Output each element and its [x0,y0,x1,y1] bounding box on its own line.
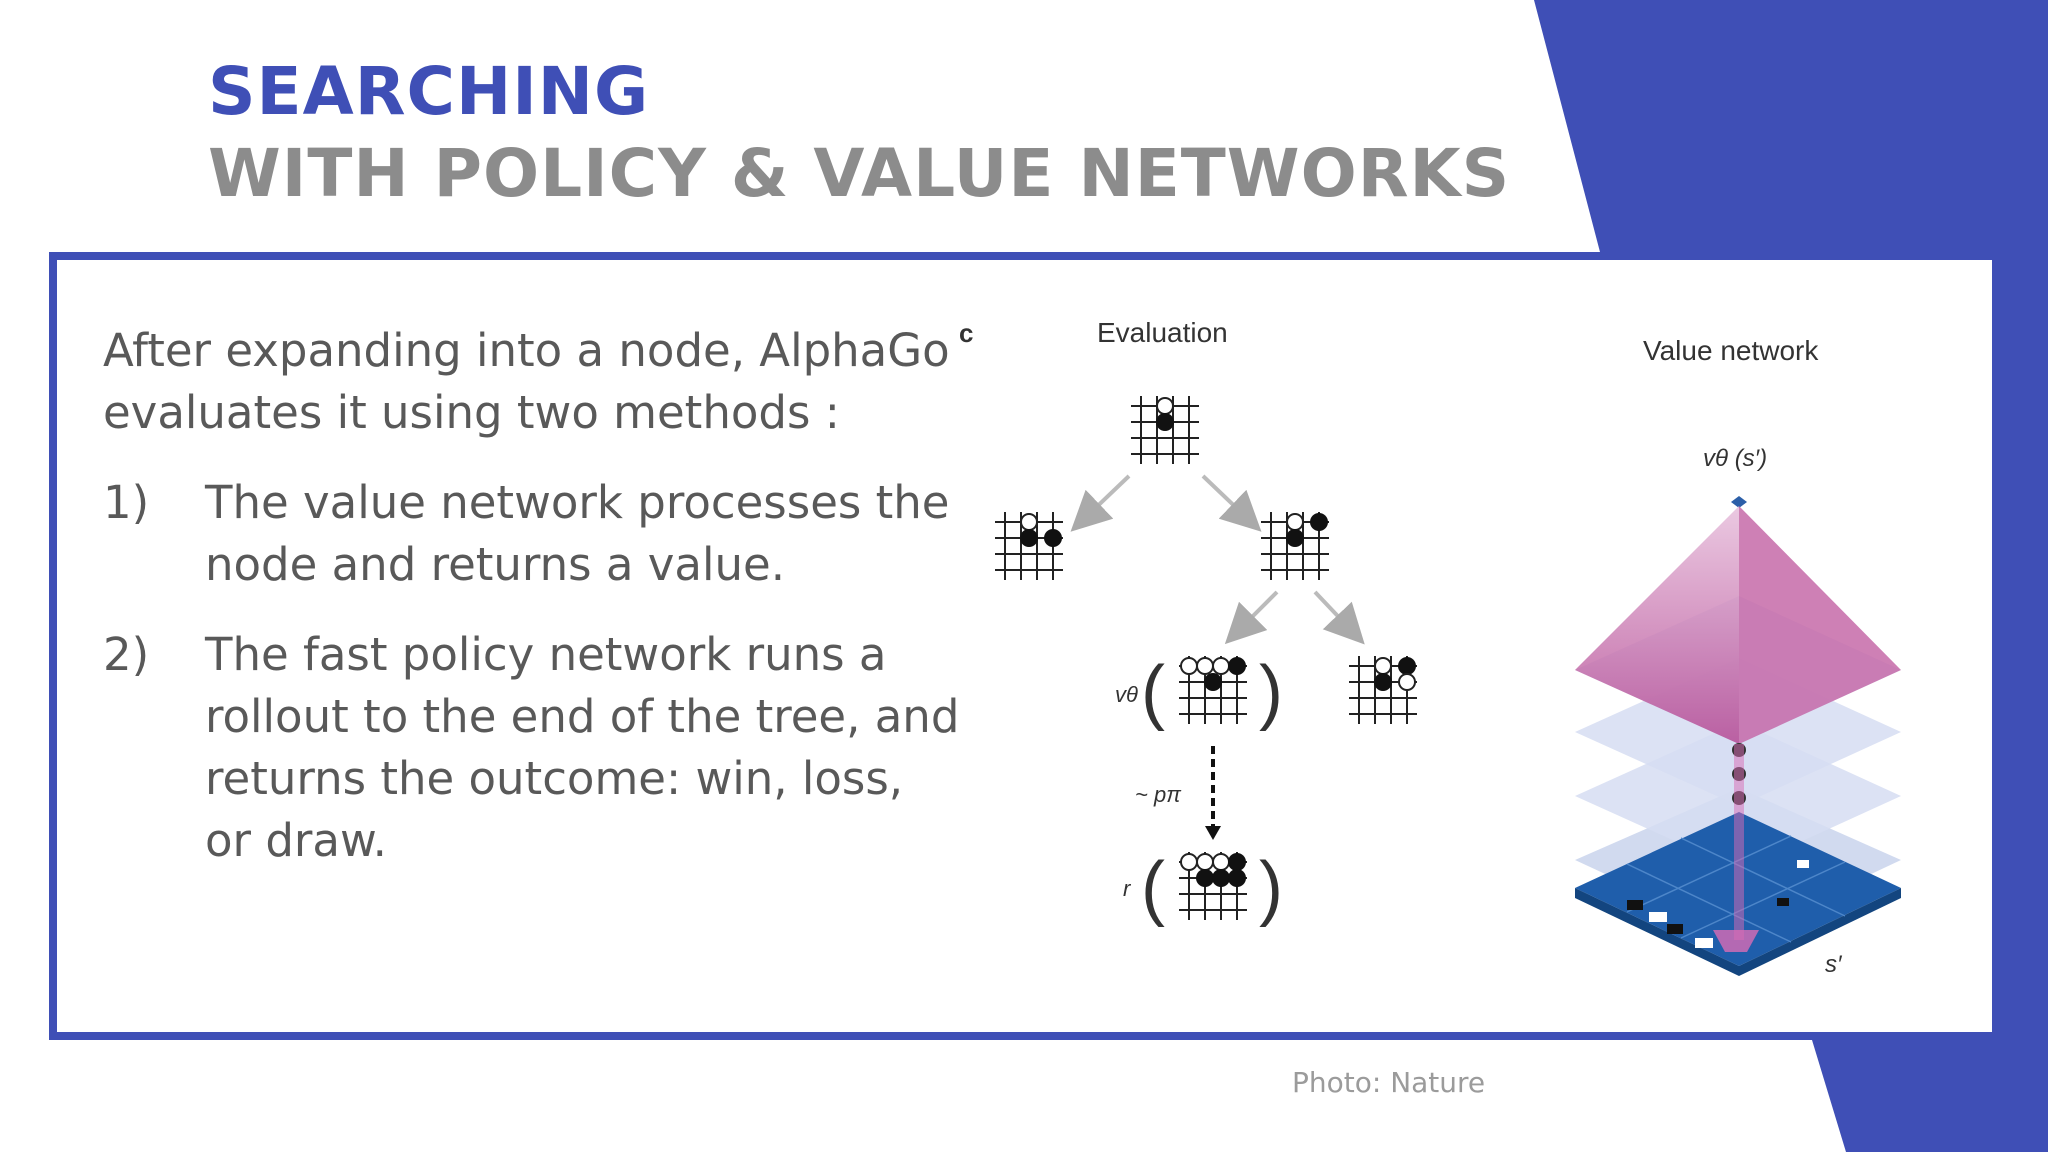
list-number: 1) [103,476,150,529]
paren-open: ( [1141,652,1165,732]
outcome-board [1178,851,1248,921]
list-number: 2) [103,628,150,681]
leaf-board-right [1348,655,1418,725]
list-item: 2) The fast policy network runs a rollou… [103,624,963,872]
r-label: r [1123,876,1132,901]
paren-open: ( [1141,848,1165,928]
list-text: The value network processes the node and… [205,476,950,591]
s-prime-label: s′ [1825,951,1843,978]
p-pi-label: ~ pπ [1135,782,1182,807]
evaluation-label: Evaluation [1097,317,1228,348]
intro-paragraph: After expanding into a node, AlphaGo eva… [103,324,950,439]
list-item: 1) The value network processes the node … [103,472,963,596]
output-node [1731,496,1747,508]
leaf-board [1178,655,1248,725]
accent-band-bottom-right [1812,1040,2048,1152]
method-list: 1) The value network processes the node … [103,472,963,872]
body-text: After expanding into a node, AlphaGo eva… [103,320,963,900]
v-theta-label: vθ [1115,682,1138,707]
value-network-label: Value network [1643,335,1819,366]
tree-right-board [1260,511,1330,581]
value-network-stack [1575,506,1901,976]
panel-label: c [959,318,973,348]
tree-root-board [1130,395,1200,465]
paren-close: ) [1259,652,1283,732]
evaluation-figure: c Evaluation vθ ( [959,317,1901,978]
rollout-arrowhead [1205,826,1221,840]
slide-title: SEARCHING WITH POLICY & VALUE NETWORKS [208,52,1510,216]
paren-close: ) [1259,848,1283,928]
accent-band-right [1990,252,2048,1040]
tree-arrow [1313,590,1365,645]
title-secondary: WITH POLICY & VALUE NETWORKS [208,135,1511,212]
value-fn-label: vθ (s′) [1703,445,1767,472]
list-text: The fast policy network runs a rollout t… [205,628,960,867]
tree-arrow [1201,474,1262,532]
content-panel: After expanding into a node, AlphaGo eva… [49,252,2000,1040]
photo-credit: Photo: Nature [1292,1066,1486,1099]
title-primary: SEARCHING [208,53,650,130]
accent-band-top-right [1534,0,2048,252]
tree-left-board [994,511,1064,581]
tree-arrow [1070,474,1131,532]
tree-arrow [1224,590,1279,645]
